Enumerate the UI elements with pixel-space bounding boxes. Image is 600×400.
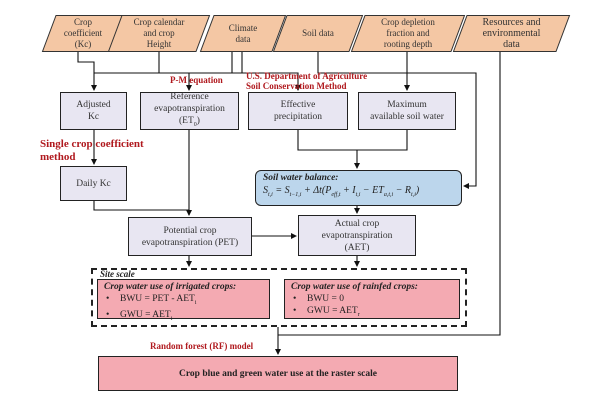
reference-et-label: Reference evapotranspiration (ET	[154, 92, 225, 127]
irrigated-bwu-text: BWU = PET - AET	[120, 294, 195, 304]
wire-soil	[317, 52, 410, 91]
irrigated-item-gwu: • GWU = AETi	[104, 309, 263, 325]
bullet: •	[106, 294, 110, 304]
parallelogram-shape	[107, 15, 211, 52]
wire-eff-precip	[242, 72, 301, 91]
swb-title: Soil water balance:	[263, 173, 339, 183]
rainfed-item-gwu: • GWU = AETr	[291, 305, 453, 321]
subscript: i	[170, 315, 173, 322]
wire-kc	[77, 52, 97, 91]
bullet: •	[293, 294, 297, 304]
rainfed-item-bwu: • BWU = 0	[291, 293, 453, 305]
box-effective-precipitation: Effective precipitation	[248, 92, 348, 130]
wire-daily-pet	[93, 201, 192, 216]
parallelogram-shape	[199, 15, 287, 52]
site-scale-container	[91, 268, 467, 327]
parallelogram-shape	[350, 15, 466, 52]
box-aet: Actual crop evapotranspiration (AET)	[298, 215, 416, 256]
equation-subscript: t−1,i	[289, 192, 302, 198]
equation-subscript: t,i	[268, 192, 273, 198]
label-random-forest: Random forest (RF) model	[150, 341, 254, 351]
input-label: Soil data	[302, 28, 334, 38]
input-label: Crop depletion fraction and rooting dept…	[381, 17, 435, 49]
bullet: •	[293, 306, 297, 316]
parallelogram-shape	[272, 15, 364, 52]
box-raster-output: Crop blue and green water use at the ras…	[98, 356, 458, 391]
equation-subscript: a,t,i	[383, 192, 394, 198]
input-crop-depletion: Crop depletion fraction and rooting dept…	[350, 15, 466, 52]
site-scale-label: Site scale	[100, 269, 135, 279]
box-reference-et: Reference evapotranspiration (ET0)	[140, 92, 239, 130]
box-soil-water-balance: Soil water balance: St,i = St−1,i + Δt(P…	[255, 170, 462, 206]
input-resources: Resources and environmental data	[452, 15, 571, 52]
rainfed-gwu-text: GWU = AET	[307, 306, 358, 316]
irrigated-title: Crop water use of irrigated crops:	[104, 282, 237, 292]
wire-depletion-right	[407, 72, 477, 189]
wire-resources	[278, 52, 501, 336]
input-crop-calendar: Crop calendar and crop Height	[107, 15, 211, 52]
box-daily-kc: Daily Kc	[60, 166, 127, 201]
rainfed-title: Crop water use of rainfed crops:	[291, 282, 418, 292]
input-label: Crop calendar and crop Height	[133, 17, 185, 49]
subscript: r	[357, 311, 360, 318]
input-label: Crop coefficient (Kc)	[63, 17, 103, 49]
wire-merge	[297, 130, 408, 151]
input-label: Resources and environmental data	[482, 17, 541, 50]
swb-equation: St,i = St−1,i + Δt(Peff,t + It,i − ETa,t…	[263, 185, 420, 198]
bullet: •	[106, 309, 110, 320]
box-adjusted-kc: Adjusted Kc	[60, 92, 127, 130]
equation-subscript: t,i	[355, 192, 361, 198]
equation-subscript: eff,t	[331, 192, 341, 198]
reference-et-subscript: 0	[193, 121, 197, 128]
subscript: i	[194, 299, 197, 306]
box-pet: Potential crop evapotranspiration (PET)	[128, 217, 252, 256]
box-max-soil-water: Maximum available soil water	[358, 92, 456, 130]
input-climate-data: Climate data	[199, 15, 287, 52]
equation-subscript: t,i	[411, 192, 416, 198]
box-irrigated-crops: Crop water use of irrigated crops: • BWU …	[97, 279, 270, 322]
rainfed-bwu-text: BWU = 0	[307, 294, 345, 304]
irrigated-gwu-text: GWU = AET	[120, 309, 171, 320]
label-pm-equation: P-M equation	[170, 75, 223, 85]
input-soil-data: Soil data	[272, 15, 364, 52]
label-single-crop-coefficient: Single crop coefficient method	[40, 138, 144, 163]
irrigated-item-bwu: • BWU = PET - AETi	[104, 293, 263, 309]
reference-et-close: )	[196, 116, 200, 127]
box-rainfed-crops: Crop water use of rainfed crops: • BWU = …	[284, 279, 460, 319]
input-label: Climate data	[228, 22, 258, 44]
parallelogram-shape	[452, 15, 571, 52]
label-usda-method: U.S. Department of Agriculture Soil Cons…	[246, 71, 368, 91]
